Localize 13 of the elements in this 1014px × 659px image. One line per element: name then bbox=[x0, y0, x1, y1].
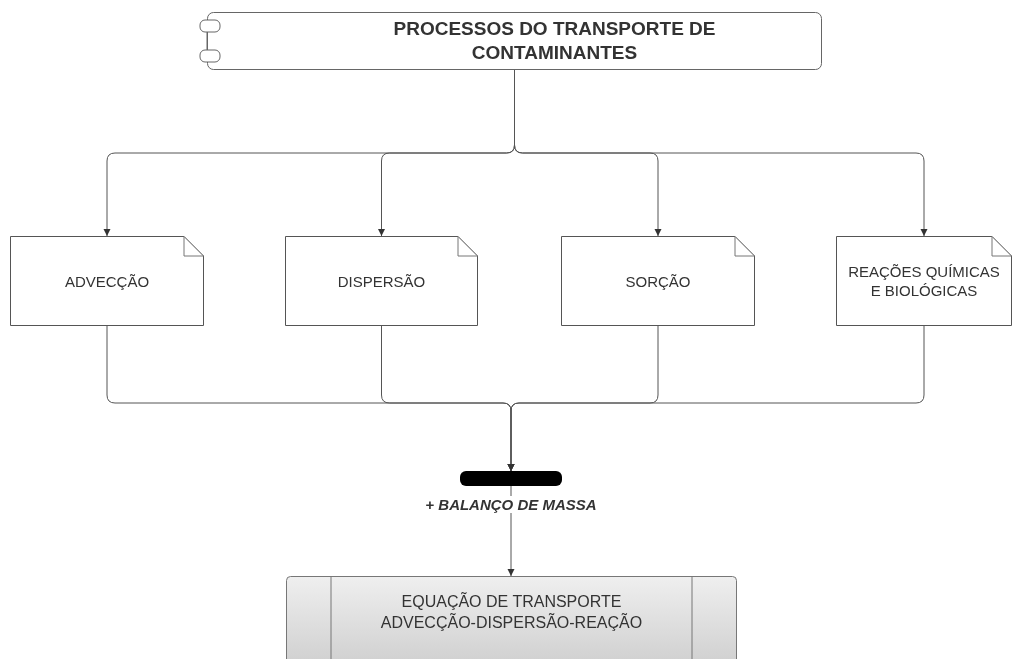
title-text: PROCESSOS DO TRANSPORTE DE CONTAMINANTES bbox=[392, 17, 717, 65]
bar-symbol bbox=[460, 471, 562, 486]
node-label: SORÇÃO bbox=[625, 271, 691, 291]
note-box bbox=[836, 236, 1012, 326]
note-box bbox=[10, 236, 204, 326]
node-label: EQUAÇÃO DE TRANSPORTE ADVECÇÃO-DISPERSÃO-REAÇÃO bbox=[379, 591, 644, 633]
note-box bbox=[561, 236, 755, 326]
process-box bbox=[286, 576, 737, 659]
note-box bbox=[285, 236, 478, 326]
node-label: REAÇÕES QUÍMICAS E BIOLÓGICAS bbox=[847, 262, 1001, 300]
node-label: ADVECÇÃO bbox=[64, 271, 150, 291]
node-label: DISPERSÃO bbox=[337, 271, 426, 291]
arrow bbox=[507, 325, 925, 472]
